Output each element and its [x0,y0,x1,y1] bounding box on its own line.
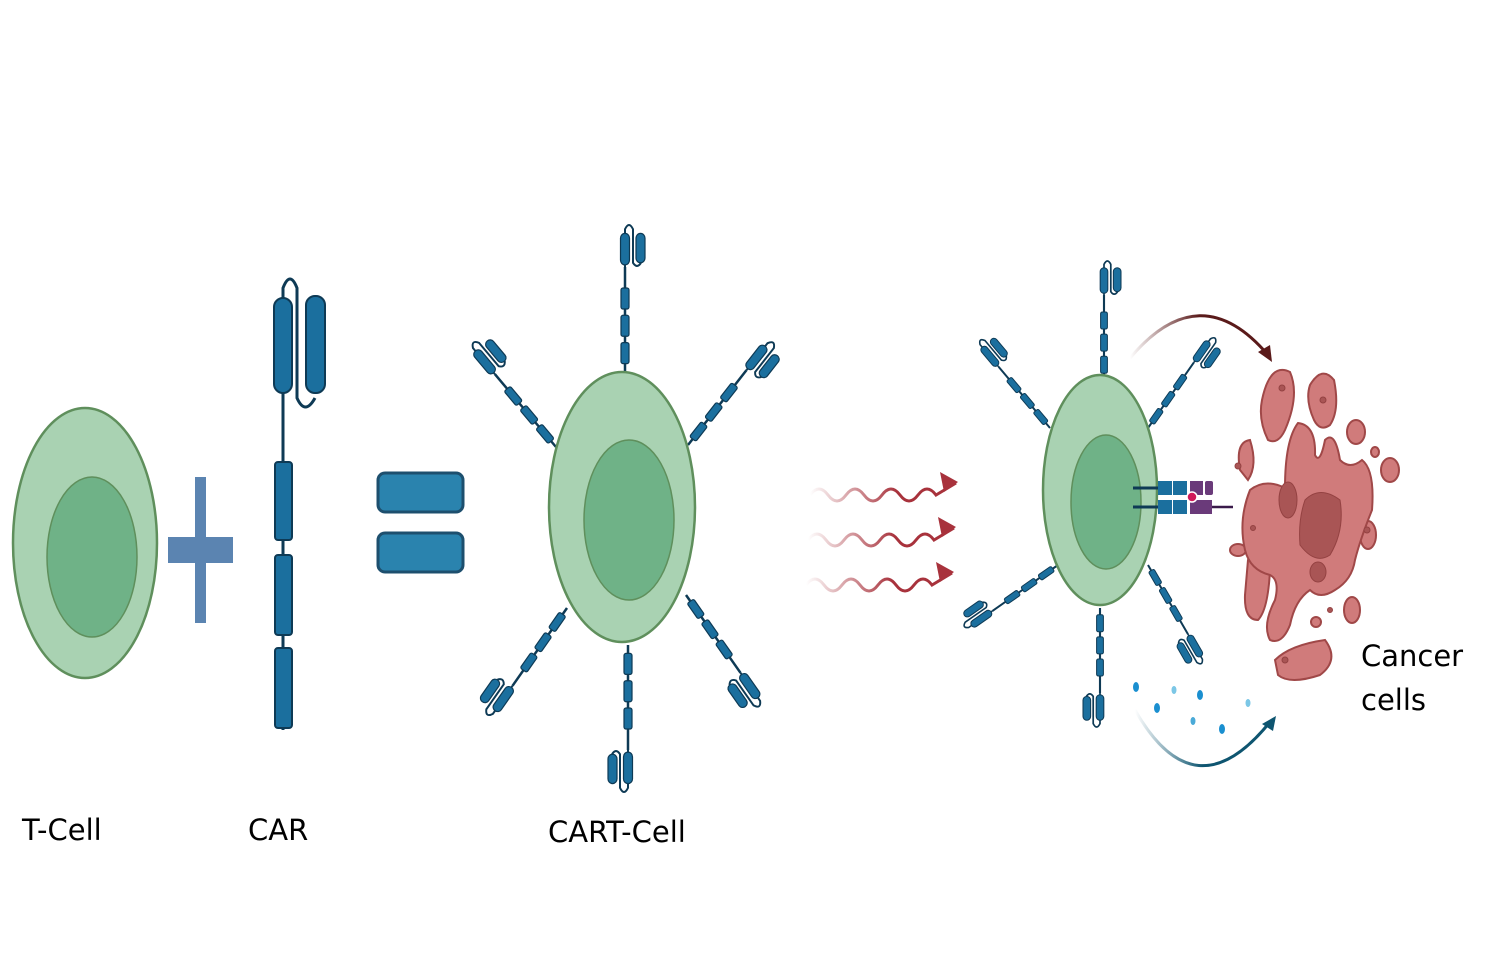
plus-icon [168,477,233,623]
car-receptor [273,277,326,730]
car-receptor [1133,562,1209,671]
arrowhead-icon [936,472,958,582]
cancer-cells [1229,369,1400,681]
car-receptor [1099,259,1123,382]
car-receptor [974,330,1064,432]
car-receptor [683,336,787,459]
car-receptor [668,591,768,717]
car-receptor [465,331,573,452]
signal-waves [804,481,957,593]
activated-cart-cell [956,259,1233,729]
t-cell [11,406,159,680]
cytokines [1133,682,1251,734]
car-receptor [473,595,572,721]
car-label: CAR [248,813,309,847]
car-receptor [606,643,634,794]
car-receptor [619,223,647,374]
car-receptor [956,550,1062,634]
cart-cell [465,223,787,794]
cytotoxic-arrow [1128,314,1272,362]
cancer-cells-label-line2: cells [1361,683,1427,717]
car-antigen-binding [1133,481,1233,514]
equals-icon [376,471,465,574]
cancer-cells-label-line1: Cancer [1361,639,1464,673]
car-receptor [1081,606,1105,729]
t-cell-label: T-Cell [22,813,102,847]
car-receptor [1144,333,1227,439]
cart-cell-label: CART-Cell [548,815,686,849]
cytokine-arrow [1133,709,1276,768]
